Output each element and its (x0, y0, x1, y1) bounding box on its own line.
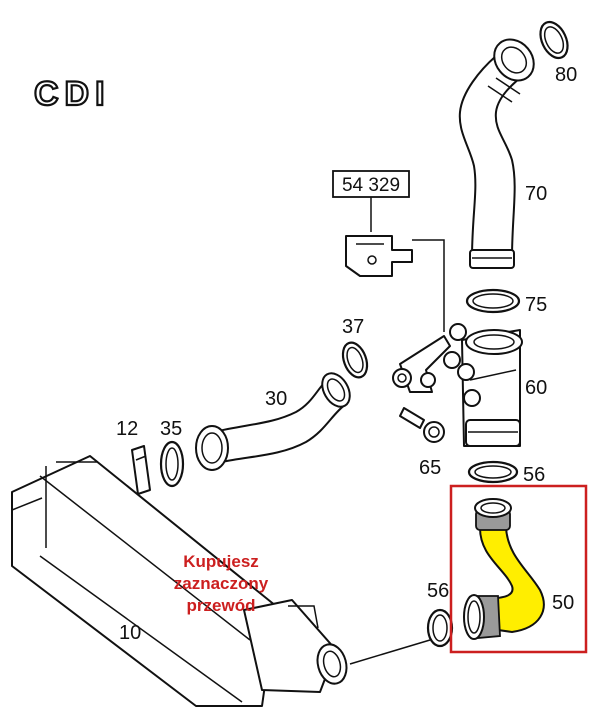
promo-line-1: Kupujesz (183, 552, 259, 571)
label-12: 12 (116, 418, 138, 440)
seal-56-upper (467, 460, 519, 484)
bracket (392, 335, 451, 393)
seal-80 (539, 20, 569, 60)
clip-12 (131, 445, 151, 495)
label-56-lower: 56 (427, 580, 449, 602)
connector-60 (443, 323, 523, 447)
reference-box (332, 170, 410, 198)
seal-35 (159, 440, 185, 488)
highlight-frame (449, 484, 588, 654)
label-56-upper: 56 (523, 464, 545, 486)
label-65: 65 (419, 457, 441, 479)
label-60: 60 (525, 377, 547, 399)
hose-50 (463, 498, 545, 640)
label-70: 70 (525, 183, 547, 205)
label-37: 37 (342, 316, 364, 338)
promo-line-3: przewód (187, 596, 256, 615)
seal-75 (465, 288, 521, 314)
promo-line-2: zaznaczony (174, 574, 269, 593)
label-75: 75 (525, 294, 547, 316)
label-30: 30 (265, 388, 287, 410)
label-10: 10 (119, 622, 141, 644)
label-35: 35 (160, 418, 182, 440)
hose-30 (195, 372, 351, 471)
label-80: 80 (555, 64, 577, 86)
seal-37 (341, 341, 369, 379)
bolt-65 (399, 407, 445, 443)
reference-box-label: 54 329 (342, 175, 400, 196)
label-50: 50 (552, 592, 574, 614)
hose-70 (458, 38, 535, 269)
intercooler-10 (11, 455, 348, 707)
sensor-54329 (345, 235, 413, 277)
engine-badge: CDI (34, 75, 111, 113)
